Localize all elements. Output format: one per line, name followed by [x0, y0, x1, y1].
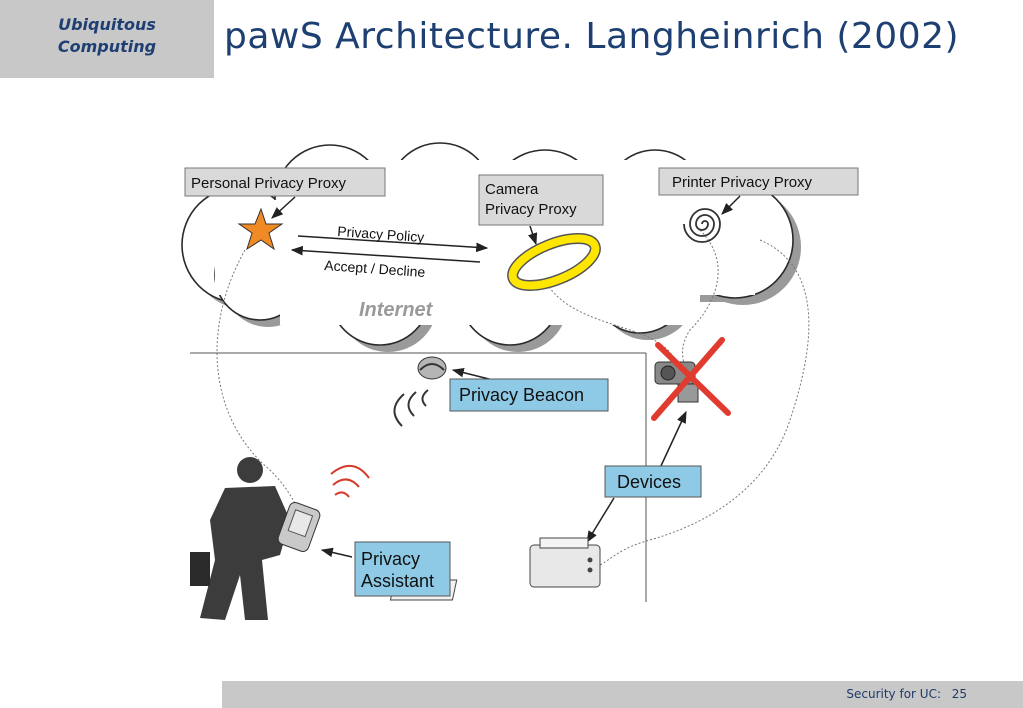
accept-decline-label: Accept / Decline [324, 257, 426, 280]
printer-proxy-arrow [721, 195, 741, 215]
privacy-policy-arrow [297, 235, 489, 253]
camera-proxy-arrow [528, 225, 538, 246]
devices-arrow-camera [659, 410, 687, 469]
star-icon [237, 207, 284, 251]
camera-link [544, 279, 676, 361]
halo-icon [508, 234, 600, 290]
printer-connection [599, 239, 810, 566]
person-figure [190, 457, 290, 620]
privacy-policy-label: Privacy Policy [337, 223, 425, 245]
devices-box [604, 465, 702, 498]
camera-proxy-label-line1: Camera [485, 181, 539, 198]
signal-waves-icon [330, 465, 370, 498]
footer-label: Security for UC: [846, 687, 941, 701]
beacon-icon [393, 356, 447, 427]
privacy-beacon-box [449, 378, 609, 412]
section-label: Ubiquitous Computing [0, 14, 214, 58]
privacy-assistant-line2: Assistant [361, 571, 434, 591]
personal-proxy-label: Personal Privacy Proxy [191, 175, 347, 192]
page-number: 25 [951, 687, 967, 701]
privacy-beacon-label: Privacy Beacon [459, 385, 584, 405]
camera-proxy-label-line2: Privacy Proxy [485, 201, 577, 218]
devices-arrow-printer [586, 497, 615, 544]
assistant-connection [216, 249, 306, 531]
accept-decline-arrow [290, 245, 481, 263]
privacy-assistant-line1: Privacy [361, 549, 420, 569]
personal-proxy-box [184, 167, 386, 197]
internet-label: Internet [359, 299, 434, 321]
pda-icon [277, 502, 321, 552]
assistant-arrow [320, 547, 353, 558]
personal-proxy-arrow [271, 196, 296, 219]
red-x-icon [651, 337, 731, 421]
section-line1: Ubiquitous [58, 15, 156, 34]
printer-proxy-label: Printer Privacy Proxy [672, 174, 813, 191]
privacy-assistant-box [354, 541, 451, 597]
camera-device-connection [682, 229, 719, 376]
section-line2: Computing [57, 37, 157, 56]
section-tab [0, 0, 214, 78]
footer-bar: Security for UC: 25 [222, 681, 1023, 708]
camera-proxy-box [478, 174, 604, 226]
printer-proxy-box [658, 167, 859, 196]
spiral-icon [683, 208, 721, 243]
slide-title: pawS Architecture. Langheinrich (2002) [224, 16, 960, 57]
devices-label: Devices [617, 472, 681, 492]
